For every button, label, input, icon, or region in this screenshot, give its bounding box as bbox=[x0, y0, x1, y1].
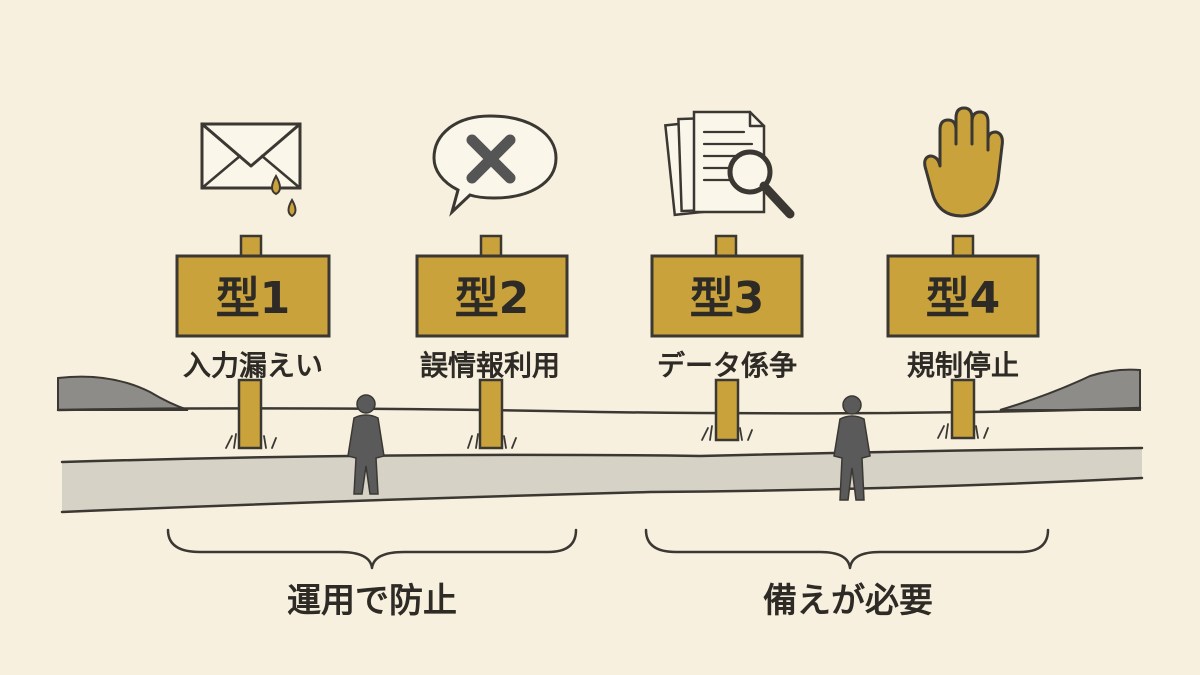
horizon-line bbox=[56, 406, 1142, 415]
sign-3-caption: データ係争 bbox=[657, 349, 797, 382]
walking-person-2 bbox=[833, 395, 871, 501]
grass-tuft bbox=[467, 433, 517, 449]
sign-3-label: 型3 bbox=[690, 273, 765, 324]
group-1-brace bbox=[166, 528, 578, 570]
sign-1-board bbox=[175, 254, 331, 338]
sign-1-post bbox=[237, 378, 263, 450]
sign-2-caption: 誤情報利用 bbox=[420, 349, 560, 382]
left-hill bbox=[57, 375, 189, 411]
sign-1-caption: 入力漏えい bbox=[183, 349, 323, 382]
sign-4-label: 型4 bbox=[926, 273, 1001, 324]
group-1-label: 運用で防止 bbox=[287, 581, 457, 621]
sign-1: 型1 入力漏えい bbox=[175, 234, 331, 450]
sign-2-post bbox=[478, 378, 504, 450]
grass-tuft bbox=[225, 433, 277, 449]
sign-2-board bbox=[415, 254, 569, 338]
grass-tuft bbox=[701, 425, 753, 441]
road-bottom-edge bbox=[60, 476, 1144, 514]
sign-4-caption: 規制停止 bbox=[907, 349, 1019, 382]
right-hill bbox=[999, 368, 1141, 411]
road-top-edge bbox=[60, 446, 1144, 464]
leaking-envelope-icon bbox=[200, 122, 302, 218]
walking-person-1 bbox=[347, 394, 385, 495]
sign-4-post bbox=[950, 378, 976, 440]
group-2-label: 備えが必要 bbox=[763, 581, 933, 621]
stop-hand-icon bbox=[923, 106, 1004, 218]
sign-2: 型2 誤情報利用 bbox=[415, 234, 569, 450]
group-2-brace bbox=[644, 528, 1050, 570]
sign-4-board bbox=[886, 254, 1040, 338]
sign-1-label: 型1 bbox=[216, 273, 291, 324]
sign-3-board bbox=[650, 254, 804, 338]
documents-magnifier-icon bbox=[663, 110, 795, 219]
sign-3-post bbox=[714, 378, 740, 442]
grass-tuft bbox=[937, 423, 989, 439]
sign-4: 型4 規制停止 bbox=[886, 234, 1040, 440]
road bbox=[62, 448, 1142, 512]
sign-3: 型3 データ係争 bbox=[650, 234, 804, 442]
sign-2-label: 型2 bbox=[455, 273, 530, 324]
x-speech-bubble-icon bbox=[432, 114, 558, 217]
